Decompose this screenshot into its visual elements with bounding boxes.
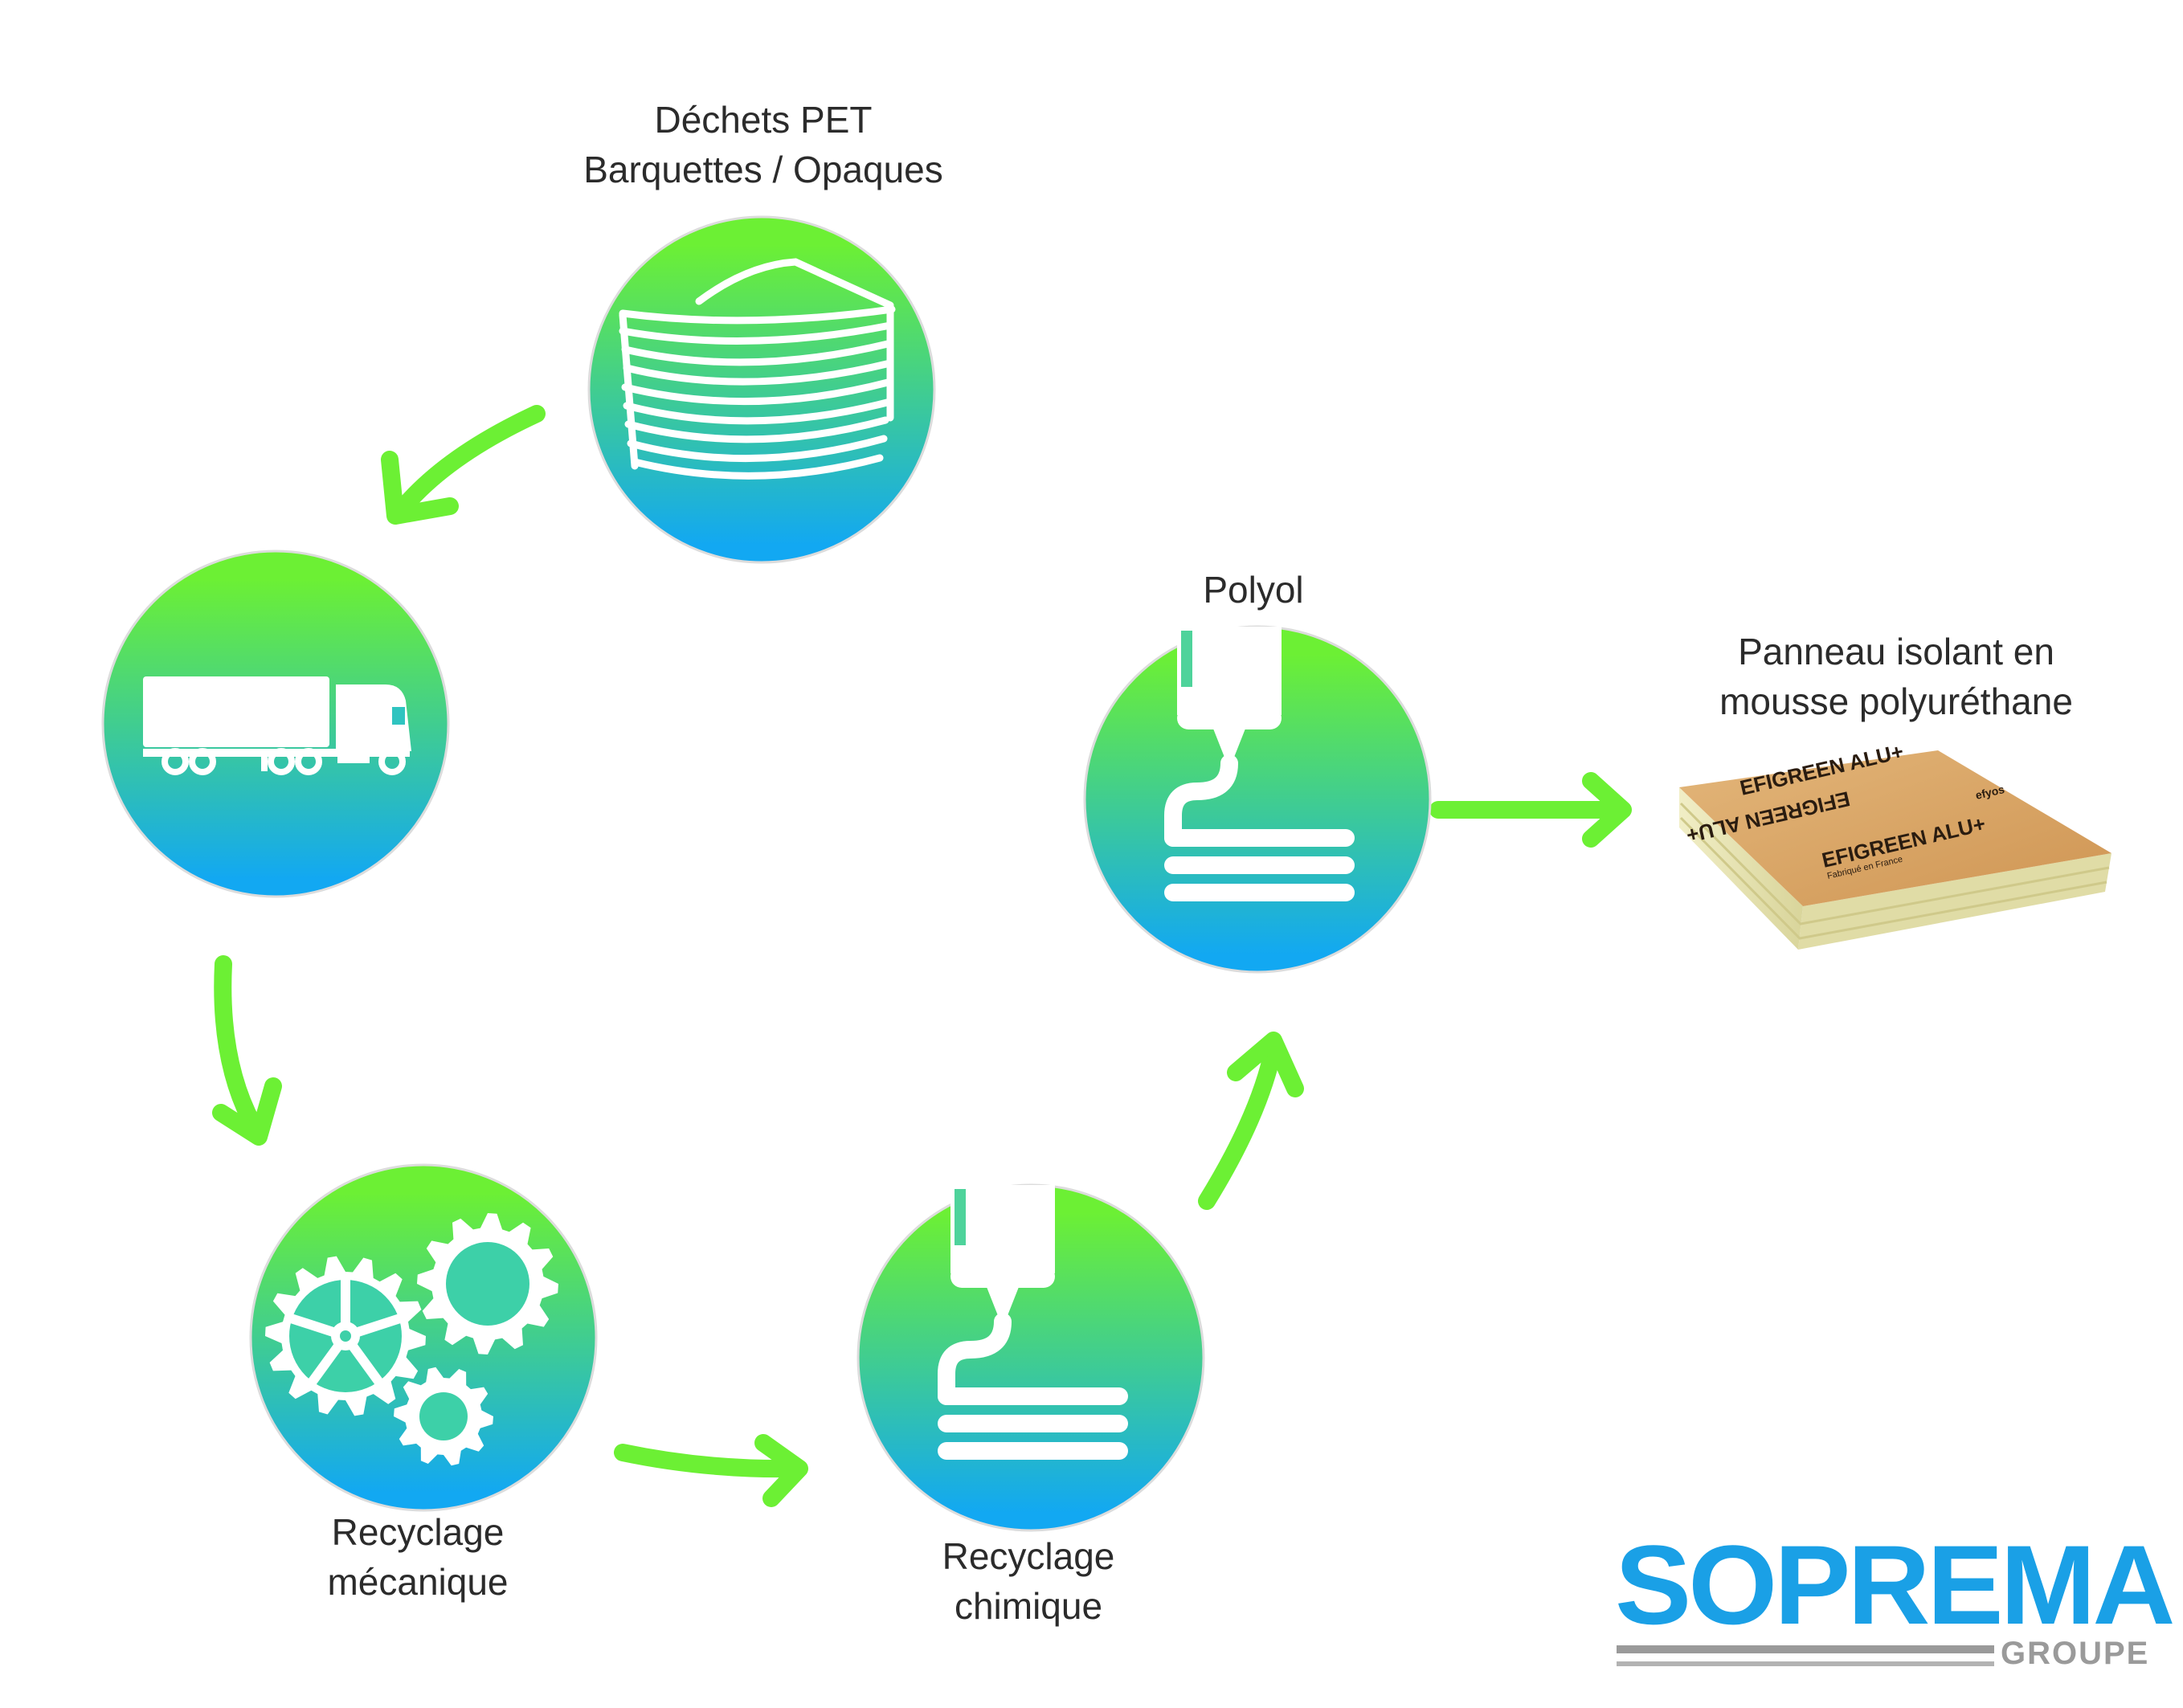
polyol-label: Polyol xyxy=(1203,569,1304,611)
mechanical-recycling-label: Recyclage mécanique xyxy=(327,1511,509,1603)
arrow-mechanical-to-chemical xyxy=(614,1434,808,1507)
arrow-source-to-transport xyxy=(381,405,546,525)
gear-spokes xyxy=(288,1278,403,1386)
arrow-transport-to-mechanical xyxy=(212,955,282,1146)
brand-rule xyxy=(1617,1661,1994,1666)
arrow-chemical-to-polyol xyxy=(1198,1032,1304,1210)
extruder-icon xyxy=(938,1185,1128,1460)
truck-icon xyxy=(143,676,411,775)
node-source xyxy=(587,215,936,564)
extruder-icon xyxy=(1164,627,1355,901)
brand-sub: GROUPE xyxy=(2001,1636,2150,1671)
node-mechanical xyxy=(249,1163,598,1512)
arrow-polyol-to-product xyxy=(1429,772,1632,848)
chemical-recycling-label: Recyclage chimique xyxy=(942,1535,1115,1627)
product-label: Panneau isolant en mousse polyuréthane xyxy=(1719,631,2073,722)
stacked-trays-icon xyxy=(619,258,896,480)
soprema-logo: SOPREMA GROUPE xyxy=(1615,1529,2176,1672)
gear-small-bottom-hole xyxy=(419,1392,468,1440)
brand-name: SOPREMA xyxy=(1615,1522,2176,1648)
gears-icon xyxy=(265,1213,558,1466)
gear-large-right-hole xyxy=(446,1242,529,1326)
flow-arrows xyxy=(212,405,1632,1507)
source-label: Déchets PET Barquettes / Opaques xyxy=(583,99,943,190)
brand-rule xyxy=(1617,1645,1994,1653)
node-polyol xyxy=(1083,625,1432,974)
node-transport xyxy=(101,550,450,898)
node-chemical xyxy=(856,1183,1205,1532)
insulation-panel-image: EFIGREEN ALU+ EFIGREEN ALU+ EFIGREEN ALU… xyxy=(1679,739,2111,950)
